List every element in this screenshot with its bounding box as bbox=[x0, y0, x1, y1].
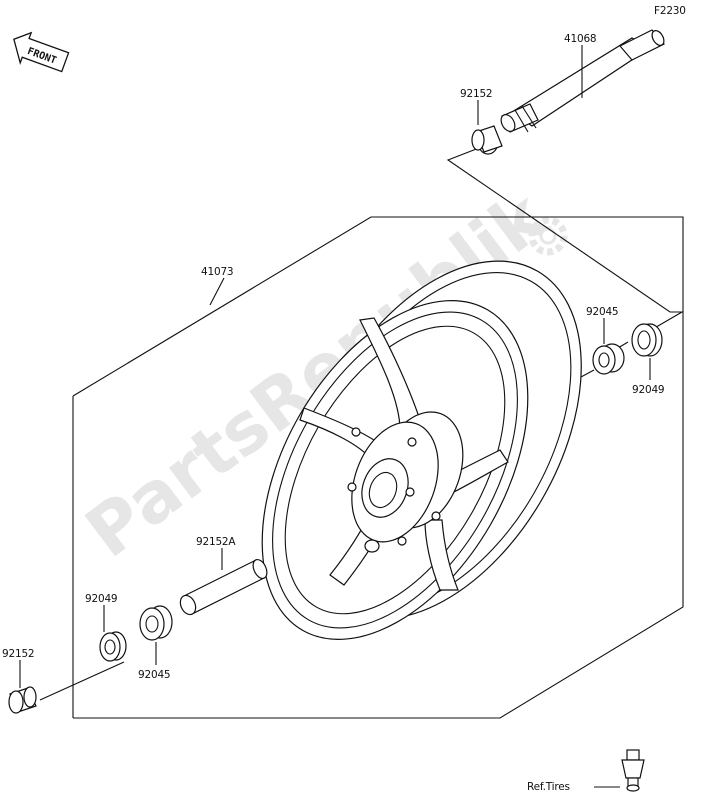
front-wheel bbox=[261, 260, 582, 640]
diagram-code: F2230 bbox=[654, 5, 686, 17]
assembly-outline bbox=[72, 216, 684, 719]
label-ref-tires: Ref.Tires bbox=[527, 781, 570, 793]
label-seal-left: 92049 bbox=[85, 593, 117, 605]
label-leaders bbox=[19, 45, 651, 688]
label-bearing-right: 92045 bbox=[586, 306, 618, 318]
collar-left bbox=[8, 686, 37, 714]
gear-icon bbox=[528, 216, 568, 256]
label-wheel: 41073 bbox=[201, 266, 233, 278]
bearing-right bbox=[592, 343, 625, 375]
sleeve bbox=[179, 558, 268, 616]
label-seal-right: 92049 bbox=[632, 384, 664, 396]
seal-left bbox=[99, 631, 127, 662]
seal-right bbox=[631, 323, 663, 357]
front-arrow-badge: FRONT bbox=[13, 31, 70, 73]
label-collar-top: 92152 bbox=[460, 88, 492, 100]
bearing-left bbox=[139, 605, 173, 641]
label-axle: 41068 bbox=[564, 33, 596, 45]
collar-top bbox=[471, 125, 503, 155]
front-axle bbox=[500, 29, 665, 133]
tire-valve bbox=[621, 749, 645, 792]
label-sleeve: 92152A bbox=[196, 536, 236, 548]
label-collar-left: 92152 bbox=[2, 648, 34, 660]
label-bearing-left: 92045 bbox=[138, 669, 170, 681]
